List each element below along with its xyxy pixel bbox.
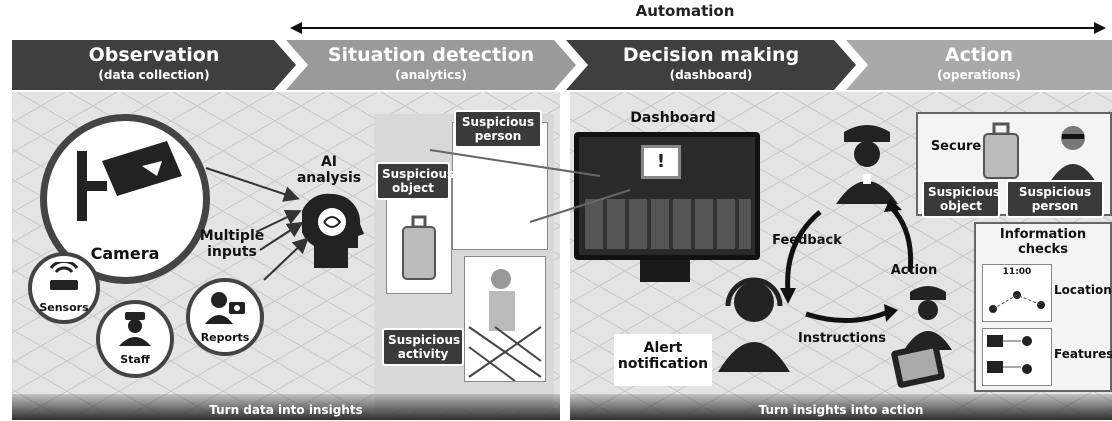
secure-label: Secure (930, 139, 982, 154)
stage-title: Action (944, 44, 1014, 66)
sensors-circle: Sensors (28, 252, 100, 324)
stage-decision-making: Decision making (dashboard) (566, 40, 856, 90)
time-label: 11:00 (1002, 267, 1032, 277)
sensors-label: Sensors (39, 301, 89, 314)
cctv-camera-icon (77, 141, 182, 221)
features-label: Features (1054, 347, 1112, 361)
left-footer: Turn data into insights (12, 394, 560, 420)
alert-box: Alert notification (614, 334, 712, 386)
action-label: Action (890, 263, 938, 278)
stage-subtitle: (dashboard) (669, 68, 753, 82)
suspicious-object-tag: Suspicious object (376, 162, 454, 200)
stage-subtitle: (analytics) (395, 68, 467, 82)
police-officer-icon (836, 125, 898, 204)
camera-circle: Camera (40, 114, 210, 284)
person-camera-icon (205, 292, 245, 324)
ai-brain-head-icon (302, 193, 364, 268)
suspicious-activity-card (464, 256, 546, 382)
router-icon (49, 259, 79, 290)
suitcase-icon (402, 215, 436, 280)
reports-label: Reports (200, 331, 250, 344)
multiple-inputs-label: Multiple inputs (199, 228, 265, 261)
fence-climber-icon (468, 269, 542, 382)
information-checks-card: Information checks 11:00 Location Featur… (974, 222, 1112, 392)
location-track-icon (989, 291, 1045, 313)
stage-subtitle: (data collection) (98, 68, 210, 82)
feedback-label: Feedback (772, 233, 842, 248)
stage-title: Decision making (622, 44, 800, 66)
police-officer-icon-2 (904, 286, 952, 350)
stage-subtitle: (operations) (937, 68, 1021, 82)
secure-card: Secure Suspicious object Suspicious pers… (916, 112, 1112, 218)
alert-notification-label: Alert notification (617, 340, 709, 373)
automation-label: Automation (635, 2, 735, 20)
staff-label: Staff (120, 353, 150, 366)
features-box (982, 328, 1052, 386)
stage-title: Observation (88, 44, 220, 66)
suspicious-person-tag: Suspicious person (454, 110, 542, 148)
reports-circle: Reports (186, 278, 264, 356)
ai-analysis-label: AI analysis (296, 154, 362, 187)
panel-observation-analytics: Camera Sensors Staff Reports Multiple in… (12, 92, 560, 420)
person-sunglasses-icon (1050, 126, 1096, 182)
operator-headset-icon (718, 277, 790, 372)
cycle-arrows (780, 198, 914, 323)
suspicious-activity-tag: Suspicious activity (382, 328, 464, 366)
people-features-icon (987, 335, 1032, 374)
panel-decision-action: Dashboard ! Alert notification (570, 92, 1112, 420)
stage-title: Situation detection (327, 44, 535, 66)
suitcase-icon (983, 122, 1019, 179)
police-officer-icon (119, 312, 151, 346)
information-checks-label: Information checks (999, 227, 1087, 257)
alert-icon: ! (641, 145, 681, 179)
instructions-label: Instructions (797, 331, 886, 346)
secured-person-tag: Suspicious person (1006, 180, 1104, 218)
stage-action: Action (operations) (846, 40, 1112, 90)
dashboard-label: Dashboard (630, 110, 716, 126)
mobile-device-icon (891, 342, 945, 388)
monitor-stand (640, 260, 690, 282)
stage-observation: Observation (data collection) (12, 40, 296, 90)
staff-circle: Staff (96, 300, 174, 378)
right-footer: Turn insights into action (570, 394, 1112, 420)
secured-object-tag: Suspicious object (922, 180, 1000, 218)
camera-label: Camera (90, 244, 160, 263)
location-label: Location (1054, 283, 1112, 297)
stage-situation-detection: Situation detection (analytics) (286, 40, 576, 90)
location-map-box: 11:00 (982, 264, 1052, 322)
